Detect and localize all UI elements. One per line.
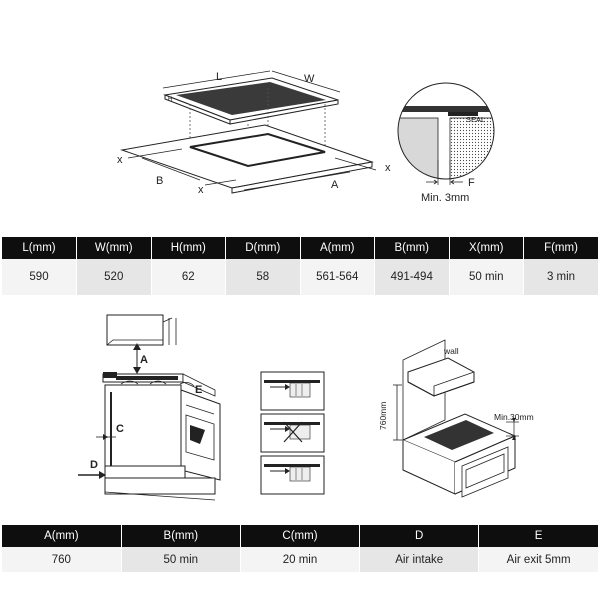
header-cell: X(mm) <box>449 237 524 259</box>
hob-front <box>229 99 339 125</box>
header-cell: B(mm) <box>374 237 450 259</box>
label-wall: wall <box>443 346 459 356</box>
detail-box-1 <box>260 371 325 411</box>
label-d-cab: D <box>90 459 98 471</box>
table-cell: 58 <box>225 259 301 295</box>
table-row: 590 520 62 58 561-564 491-494 50 min 3 m… <box>2 259 598 295</box>
label-b: B <box>156 175 163 187</box>
table-cell: Air exit 5mm <box>478 547 598 572</box>
countertop-edge <box>231 161 373 194</box>
table-header-row: L(mm) W(mm) H(mm) D(mm) A(mm) B(mm) X(mm… <box>2 237 598 259</box>
detail-box-3 <box>260 455 325 495</box>
clearance-table: A(mm) B(mm) C(mm) D E 760 50 min 20 min … <box>2 525 598 572</box>
header-cell: E <box>478 525 598 547</box>
seal-detail-diagram: SEAL F Min. 3mm <box>397 82 495 204</box>
label-a: A <box>331 179 339 191</box>
table-cell: 50 min <box>449 259 524 295</box>
label-e-cab: E <box>195 384 202 396</box>
dim-x-left-line <box>127 148 183 159</box>
gap-arrow-right <box>450 179 463 185</box>
dim-a-line <box>243 171 351 191</box>
table-cell: 561-564 <box>300 259 375 295</box>
table-cell: Air intake <box>359 547 480 572</box>
label-x-bottom: x <box>198 184 204 196</box>
dim-l-line <box>162 70 271 89</box>
dim-w-line <box>271 70 341 93</box>
header-cell: L(mm) <box>2 237 77 259</box>
label-f: F <box>468 177 475 189</box>
header-cell: W(mm) <box>76 237 152 259</box>
table-cell: 491-494 <box>374 259 450 295</box>
dim-b-line <box>141 157 201 181</box>
table-cell: 520 <box>76 259 152 295</box>
table-cell: 50 min <box>121 547 241 572</box>
label-x-left: x <box>117 154 123 166</box>
label-h: H <box>168 97 172 103</box>
detail-box-2 <box>260 413 325 453</box>
label-min-3mm: Min. 3mm <box>421 192 469 204</box>
table-cell: 3 min <box>523 259 598 295</box>
seal-strip <box>448 112 478 116</box>
table-cell: 20 min <box>240 547 361 572</box>
table-cell: 760 <box>2 547 122 572</box>
header-cell: C(mm) <box>240 525 361 547</box>
header-cell: A(mm) <box>2 525 122 547</box>
table-cell: 590 <box>2 259 77 295</box>
dimensions-table: L(mm) W(mm) H(mm) D(mm) A(mm) B(mm) X(mm… <box>2 237 598 295</box>
hob-glass-inner <box>176 82 326 115</box>
table-row: 760 50 min 20 min Air intake Air exit 5m… <box>2 547 598 572</box>
label-w: W <box>304 73 315 85</box>
label-760mm: 760mm <box>378 402 388 430</box>
seal-detail-circle <box>397 82 495 180</box>
label-l: L <box>216 71 222 83</box>
table-header-row: A(mm) B(mm) C(mm) D E <box>2 525 598 547</box>
label-x-right: x <box>385 162 391 174</box>
glass-edge <box>398 106 494 112</box>
dim-x-right-line <box>334 157 377 171</box>
hob-cutout-diagram: L W H x B x A x <box>117 70 391 196</box>
header-cell: H(mm) <box>151 237 226 259</box>
label-a-cab: A <box>140 354 148 366</box>
header-cell: F(mm) <box>523 237 598 259</box>
gap-arrow-left <box>426 179 438 185</box>
hob-on-counter <box>424 420 494 450</box>
header-cell: D(mm) <box>225 237 301 259</box>
header-cell: D <box>359 525 480 547</box>
cabinet-body <box>104 384 182 476</box>
table-cell: 62 <box>151 259 226 295</box>
seal-label: SEAL <box>466 115 485 124</box>
label-min-30mm: Min.30mm <box>494 412 534 422</box>
header-cell: B(mm) <box>121 525 241 547</box>
countertop-cutout <box>189 132 326 168</box>
dim-x-bottom-line <box>204 179 237 186</box>
label-c-cab: C <box>116 423 124 435</box>
header-cell: A(mm) <box>300 237 375 259</box>
